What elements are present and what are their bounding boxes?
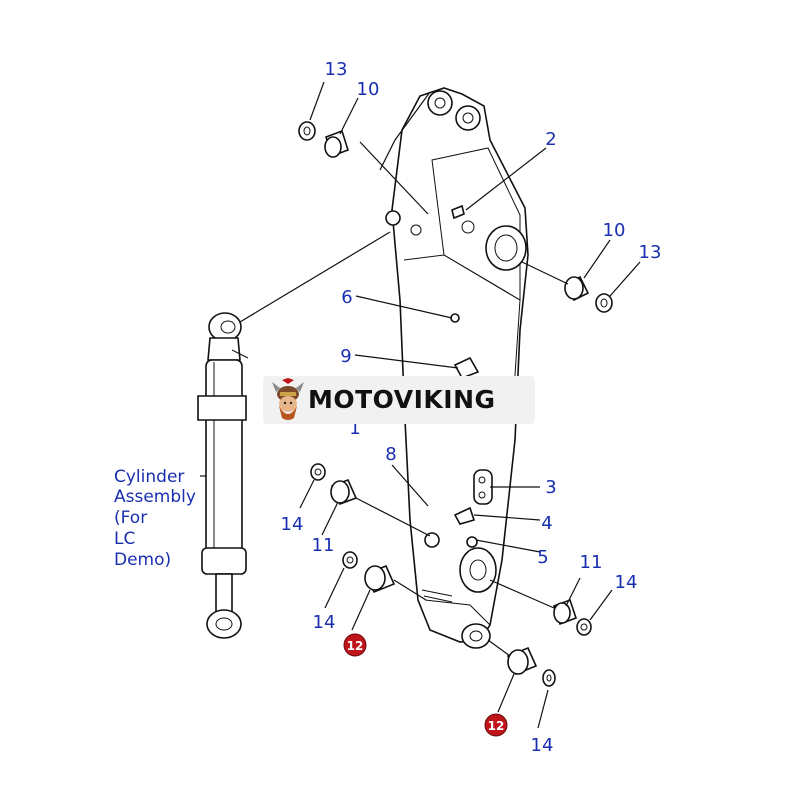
cylinder-label-line: Cylinder <box>114 467 184 487</box>
callout-8: 8 <box>385 444 396 465</box>
callout-5: 5 <box>537 547 548 568</box>
callout-10: 10 <box>357 79 380 100</box>
badge-12-a: 12 <box>343 633 367 657</box>
cylinder-label-line: Assembly <box>114 487 196 507</box>
callout-4: 4 <box>541 513 552 534</box>
callout-3: 3 <box>545 477 556 498</box>
callout-11: 11 <box>580 552 603 573</box>
leader-lines <box>200 81 641 729</box>
watermark-banner <box>263 376 535 424</box>
badge-12-label: 12 <box>347 639 364 653</box>
callout-14: 14 <box>313 612 336 633</box>
callout-14: 14 <box>615 572 638 593</box>
watermark-text: MOTOVIKING <box>308 385 496 414</box>
callout-9: 9 <box>340 346 351 367</box>
callout-numbers: 13 10 2 10 13 6 9 1 8 3 4 5 14 11 11 14 … <box>281 59 662 756</box>
callout-6: 6 <box>341 287 352 308</box>
cylinder-assembly <box>197 312 249 639</box>
callout-14: 14 <box>281 514 304 535</box>
callout-11: 11 <box>312 535 335 556</box>
callout-2: 2 <box>545 129 556 150</box>
badge-12-b: 12 <box>484 713 508 737</box>
cylinder-label-line: (For <box>114 508 147 528</box>
cylinder-label: Cylinder Assembly (For LC Demo) <box>114 467 196 570</box>
cylinder-label-line: LC <box>114 529 135 549</box>
callout-13: 13 <box>639 242 662 263</box>
callout-13: 13 <box>325 59 348 80</box>
loose-parts <box>298 121 613 687</box>
viking-logo-icon <box>272 378 304 420</box>
callout-10: 10 <box>603 220 626 241</box>
cylinder-label-line: Demo) <box>114 550 171 570</box>
badge-12-label: 12 <box>488 719 505 733</box>
callout-1: 1 <box>349 418 360 439</box>
callout-14: 14 <box>531 735 554 756</box>
